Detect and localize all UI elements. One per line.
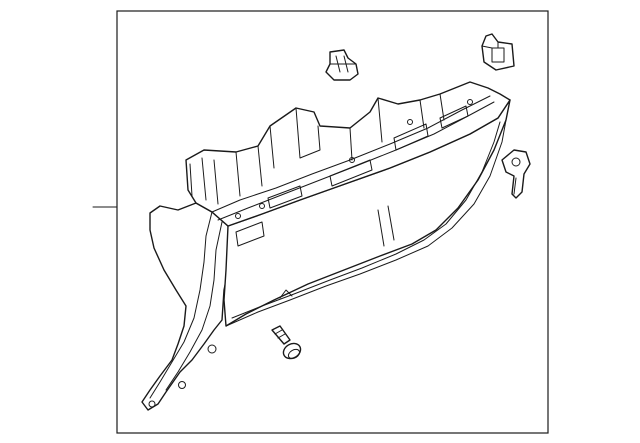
rim-hole xyxy=(467,99,473,105)
side-damper-hook xyxy=(501,149,531,199)
rim-hole xyxy=(407,119,413,125)
upper-clip xyxy=(325,49,359,81)
rim-hole xyxy=(235,213,241,219)
bracket-hole xyxy=(148,400,156,408)
pivot-bolt xyxy=(271,325,302,360)
rim-hole xyxy=(259,203,265,209)
bracket-hole xyxy=(207,344,217,354)
glove-box-top-frame xyxy=(185,81,511,227)
mounting-bracket xyxy=(481,33,515,71)
glove-box-assembly xyxy=(141,81,511,411)
bracket-hole xyxy=(178,381,186,389)
rim-hole xyxy=(349,157,355,163)
